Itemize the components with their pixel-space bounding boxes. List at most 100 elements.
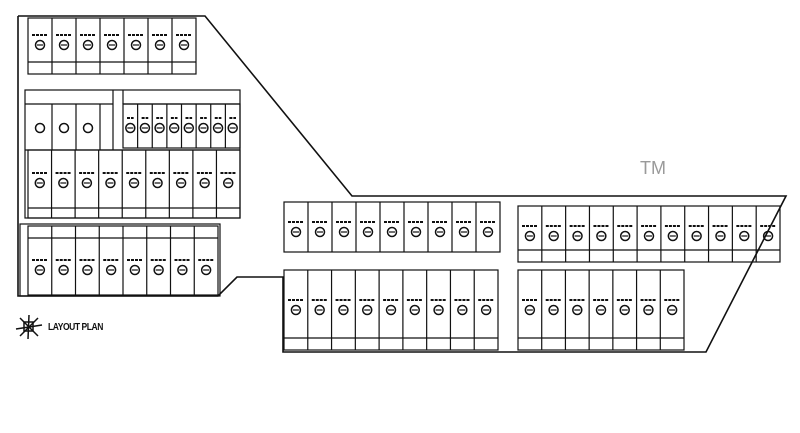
plot[interactable] bbox=[98, 150, 119, 218]
plot-marker-icon bbox=[619, 230, 631, 242]
plot[interactable] bbox=[755, 206, 776, 262]
plot-marker-icon bbox=[595, 304, 607, 316]
plot[interactable] bbox=[121, 150, 142, 218]
plot[interactable] bbox=[612, 206, 634, 262]
plot[interactable] bbox=[330, 270, 352, 350]
plot[interactable] bbox=[125, 117, 136, 134]
plot[interactable] bbox=[51, 226, 72, 295]
plot[interactable] bbox=[168, 150, 189, 218]
plot[interactable] bbox=[75, 18, 96, 74]
plot-marker-icon bbox=[58, 122, 70, 134]
plot[interactable] bbox=[50, 150, 72, 218]
plot[interactable] bbox=[288, 221, 304, 238]
plot-marker-icon bbox=[433, 304, 444, 316]
plot[interactable] bbox=[451, 202, 472, 252]
block-outline bbox=[27, 17, 197, 75]
plot[interactable] bbox=[146, 226, 167, 295]
plot[interactable] bbox=[74, 226, 96, 295]
plot[interactable] bbox=[99, 18, 120, 74]
plot[interactable] bbox=[449, 270, 471, 350]
plot[interactable] bbox=[473, 270, 494, 350]
legend-label: LAYOUT PLAN bbox=[48, 321, 103, 333]
plot-marker-icon bbox=[34, 264, 46, 276]
plot-marker-icon bbox=[198, 122, 209, 134]
plot[interactable] bbox=[137, 104, 151, 148]
plot[interactable] bbox=[98, 226, 119, 295]
plot[interactable] bbox=[635, 270, 657, 350]
plot[interactable] bbox=[541, 270, 562, 350]
plot-marker-icon bbox=[548, 230, 559, 242]
plot[interactable] bbox=[612, 270, 633, 350]
plot-marker-icon bbox=[175, 177, 187, 189]
plot-marker-icon bbox=[34, 122, 46, 134]
compass-rose-icon bbox=[15, 314, 43, 340]
plot-marker-icon bbox=[667, 230, 679, 242]
plot[interactable] bbox=[32, 34, 48, 51]
block-right-upper-west bbox=[283, 201, 501, 253]
plot-marker-icon bbox=[168, 122, 180, 134]
plot[interactable] bbox=[122, 226, 143, 295]
plot[interactable] bbox=[307, 270, 328, 350]
plot[interactable] bbox=[123, 18, 144, 74]
plot[interactable] bbox=[475, 202, 496, 252]
plot[interactable] bbox=[378, 270, 399, 350]
plot[interactable] bbox=[402, 270, 423, 350]
plot[interactable] bbox=[731, 206, 753, 262]
plot[interactable] bbox=[147, 18, 168, 74]
plot[interactable] bbox=[74, 150, 95, 218]
plot[interactable] bbox=[224, 104, 238, 148]
plot-marker-icon bbox=[128, 177, 140, 189]
plot[interactable] bbox=[215, 150, 236, 218]
plot[interactable] bbox=[426, 270, 447, 350]
plot[interactable] bbox=[32, 172, 48, 189]
plot[interactable] bbox=[541, 206, 562, 262]
plot[interactable] bbox=[193, 226, 214, 295]
plot-marker-icon bbox=[82, 122, 94, 134]
plot-marker-icon bbox=[129, 264, 141, 276]
plot-marker-icon bbox=[314, 304, 325, 316]
plot[interactable] bbox=[403, 202, 424, 252]
plot[interactable] bbox=[151, 104, 165, 148]
plot[interactable] bbox=[210, 104, 224, 148]
plot[interactable] bbox=[331, 202, 352, 252]
block-bottom-left bbox=[27, 225, 219, 296]
plot[interactable] bbox=[307, 202, 328, 252]
plot[interactable] bbox=[166, 104, 180, 148]
plot[interactable] bbox=[588, 206, 610, 262]
plot[interactable] bbox=[195, 104, 209, 148]
block-outline bbox=[517, 205, 781, 263]
plot[interactable] bbox=[171, 18, 192, 74]
plot-marker-icon bbox=[227, 122, 238, 134]
plot-marker-icon bbox=[619, 304, 630, 316]
plot[interactable] bbox=[565, 206, 586, 262]
plot[interactable] bbox=[192, 150, 213, 218]
plot[interactable] bbox=[660, 206, 681, 262]
plot[interactable] bbox=[659, 270, 680, 350]
plot[interactable] bbox=[707, 206, 729, 262]
plot-marker-icon bbox=[58, 177, 69, 189]
plot[interactable] bbox=[288, 299, 304, 316]
plot-marker-icon bbox=[105, 264, 117, 276]
plot[interactable] bbox=[522, 299, 538, 316]
plot-marker-icon bbox=[106, 39, 118, 51]
plot[interactable] bbox=[145, 150, 166, 218]
plot[interactable] bbox=[684, 206, 705, 262]
plot[interactable] bbox=[355, 202, 376, 252]
plot[interactable] bbox=[51, 18, 72, 74]
plot[interactable] bbox=[427, 202, 448, 252]
plot[interactable] bbox=[32, 259, 48, 276]
plot[interactable] bbox=[588, 270, 609, 350]
plot[interactable] bbox=[180, 104, 195, 148]
plot-marker-icon bbox=[482, 226, 494, 238]
plot[interactable] bbox=[354, 270, 376, 350]
plot[interactable] bbox=[379, 202, 400, 252]
plot[interactable] bbox=[636, 206, 657, 262]
plot[interactable] bbox=[522, 225, 538, 242]
plot-marker-icon bbox=[199, 177, 210, 189]
plot-marker-icon bbox=[125, 122, 136, 134]
plot-marker-icon bbox=[183, 122, 195, 134]
plot[interactable] bbox=[169, 226, 191, 295]
plot-marker-icon bbox=[222, 177, 234, 189]
plot[interactable] bbox=[564, 270, 586, 350]
